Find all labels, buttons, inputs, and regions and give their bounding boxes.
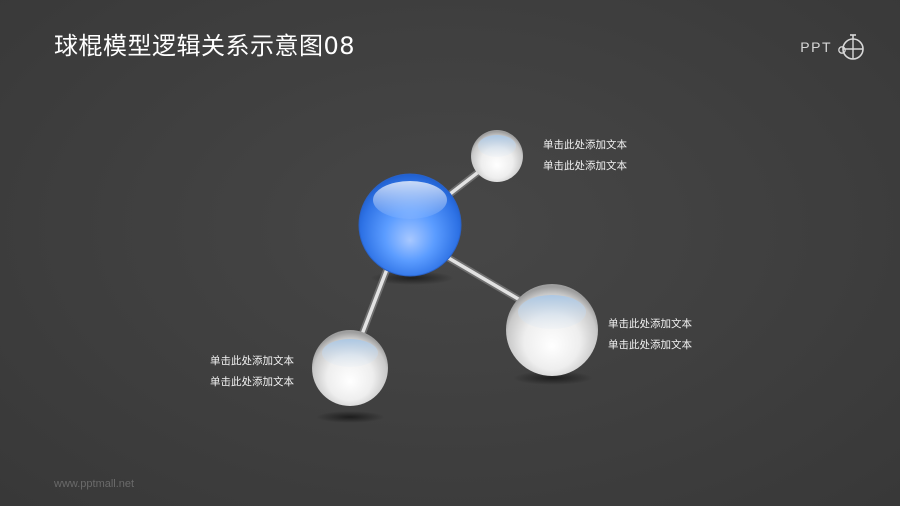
brand-logo: PPT <box>800 32 868 62</box>
stopwatch-logo-icon <box>838 34 864 60</box>
logo-text: PPT <box>800 39 832 55</box>
label-top-right: 单击此处添加文本 单击此处添加文本 <box>543 135 627 177</box>
ball-right <box>506 284 598 376</box>
ball-center <box>358 173 462 277</box>
right-ball-shadow <box>513 371 593 385</box>
label-bottom-left-line-2: 单击此处添加文本 <box>210 376 294 388</box>
label-right-line-1: 单击此处添加文本 <box>608 318 692 330</box>
center-ball-shadow <box>370 271 454 285</box>
slide-title: 球棍模型逻辑关系示意图08 <box>54 32 356 60</box>
ball-bottom-left <box>312 330 388 406</box>
label-bottom-left: 单击此处添加文本 单击此处添加文本 <box>210 351 294 393</box>
label-top-right-line-2: 单击此处添加文本 <box>543 160 627 172</box>
ball-top-right <box>471 130 523 182</box>
label-right: 单击此处添加文本 单击此处添加文本 <box>608 314 692 356</box>
label-right-line-2: 单击此处添加文本 <box>608 339 692 351</box>
bottom-ball-shadow <box>316 411 384 423</box>
label-top-right-line-1: 单击此处添加文本 <box>543 139 627 151</box>
footer-url: www.pptmall.net <box>54 478 135 490</box>
label-bottom-left-line-1: 单击此处添加文本 <box>210 355 294 367</box>
